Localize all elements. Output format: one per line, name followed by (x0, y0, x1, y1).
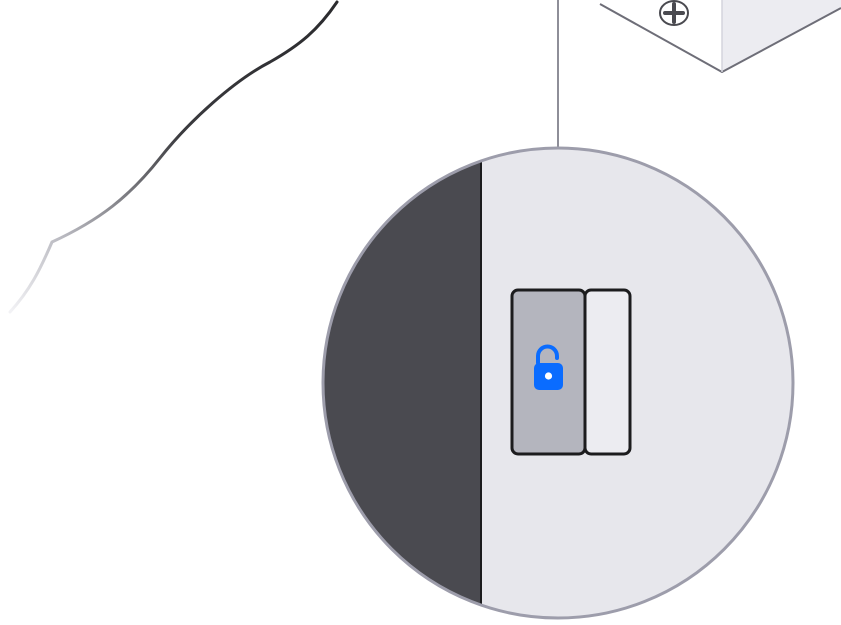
device-side-face (722, 0, 841, 72)
sensor-magnet (583, 288, 632, 456)
cable (8, 0, 339, 314)
zoom-circle-border (321, 146, 795, 620)
device (599, 0, 841, 73)
plus-in-circle-icon (659, 0, 689, 26)
unlocked-padlock-icon (534, 344, 563, 390)
door-sensor (510, 288, 632, 456)
door-frame-panel (323, 148, 481, 618)
